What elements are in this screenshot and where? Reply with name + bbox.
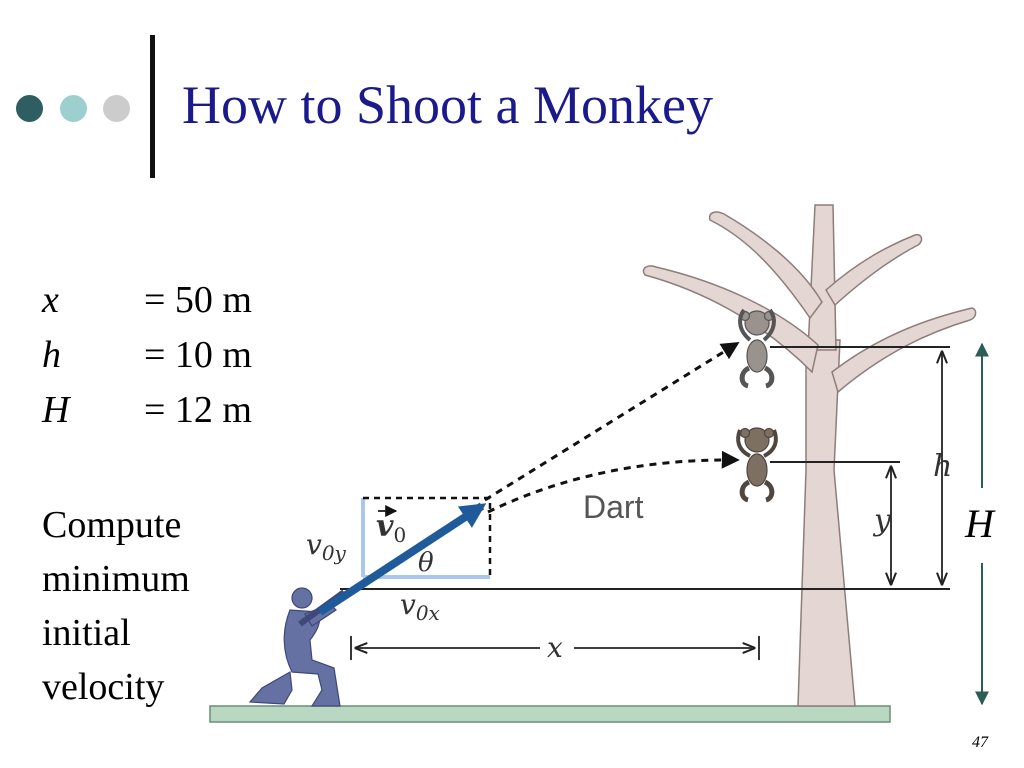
v0y-label: v0y [306, 528, 347, 565]
title-dot-2 [60, 95, 87, 122]
dart-label: Dart [583, 489, 644, 525]
given-symbol: x [42, 279, 59, 321]
task-line: velocity [42, 666, 165, 708]
velocity-vector-arrow [317, 502, 487, 616]
title-divider [150, 35, 155, 178]
given-symbol: h [42, 334, 61, 376]
x-label: x [547, 631, 563, 664]
task-line: initial [42, 612, 131, 654]
task-text: Compute minimum initial velocity [42, 498, 190, 714]
monkey-falling-icon [736, 427, 778, 503]
dart-trajectory-dashed [487, 450, 740, 514]
H-label: H [964, 501, 996, 546]
given-symbol: H [42, 389, 70, 431]
theta-label: θ [418, 548, 434, 578]
given-value: = 12 m [144, 389, 252, 431]
v0x-label: v0x [400, 588, 440, 625]
tree [642, 204, 977, 707]
task-line: Compute [42, 504, 182, 546]
x-label-gap [540, 636, 574, 660]
given-value: = 50 m [144, 279, 252, 321]
h-label: h [933, 449, 952, 484]
title-dot-1 [16, 95, 43, 122]
ground [209, 705, 891, 723]
component-box-dashed [363, 496, 492, 577]
y-label: y [872, 503, 892, 538]
task-line: minimum [42, 558, 190, 600]
given-value: = 10 m [144, 334, 252, 376]
page-number: 47 [972, 734, 988, 751]
monkey-initial-icon [738, 308, 776, 389]
slide-title: How to Shoot a Monkey [182, 75, 713, 135]
title-dot-3 [103, 95, 130, 122]
v0-label: v0 [376, 509, 406, 547]
aim-line-dashed [484, 341, 740, 502]
